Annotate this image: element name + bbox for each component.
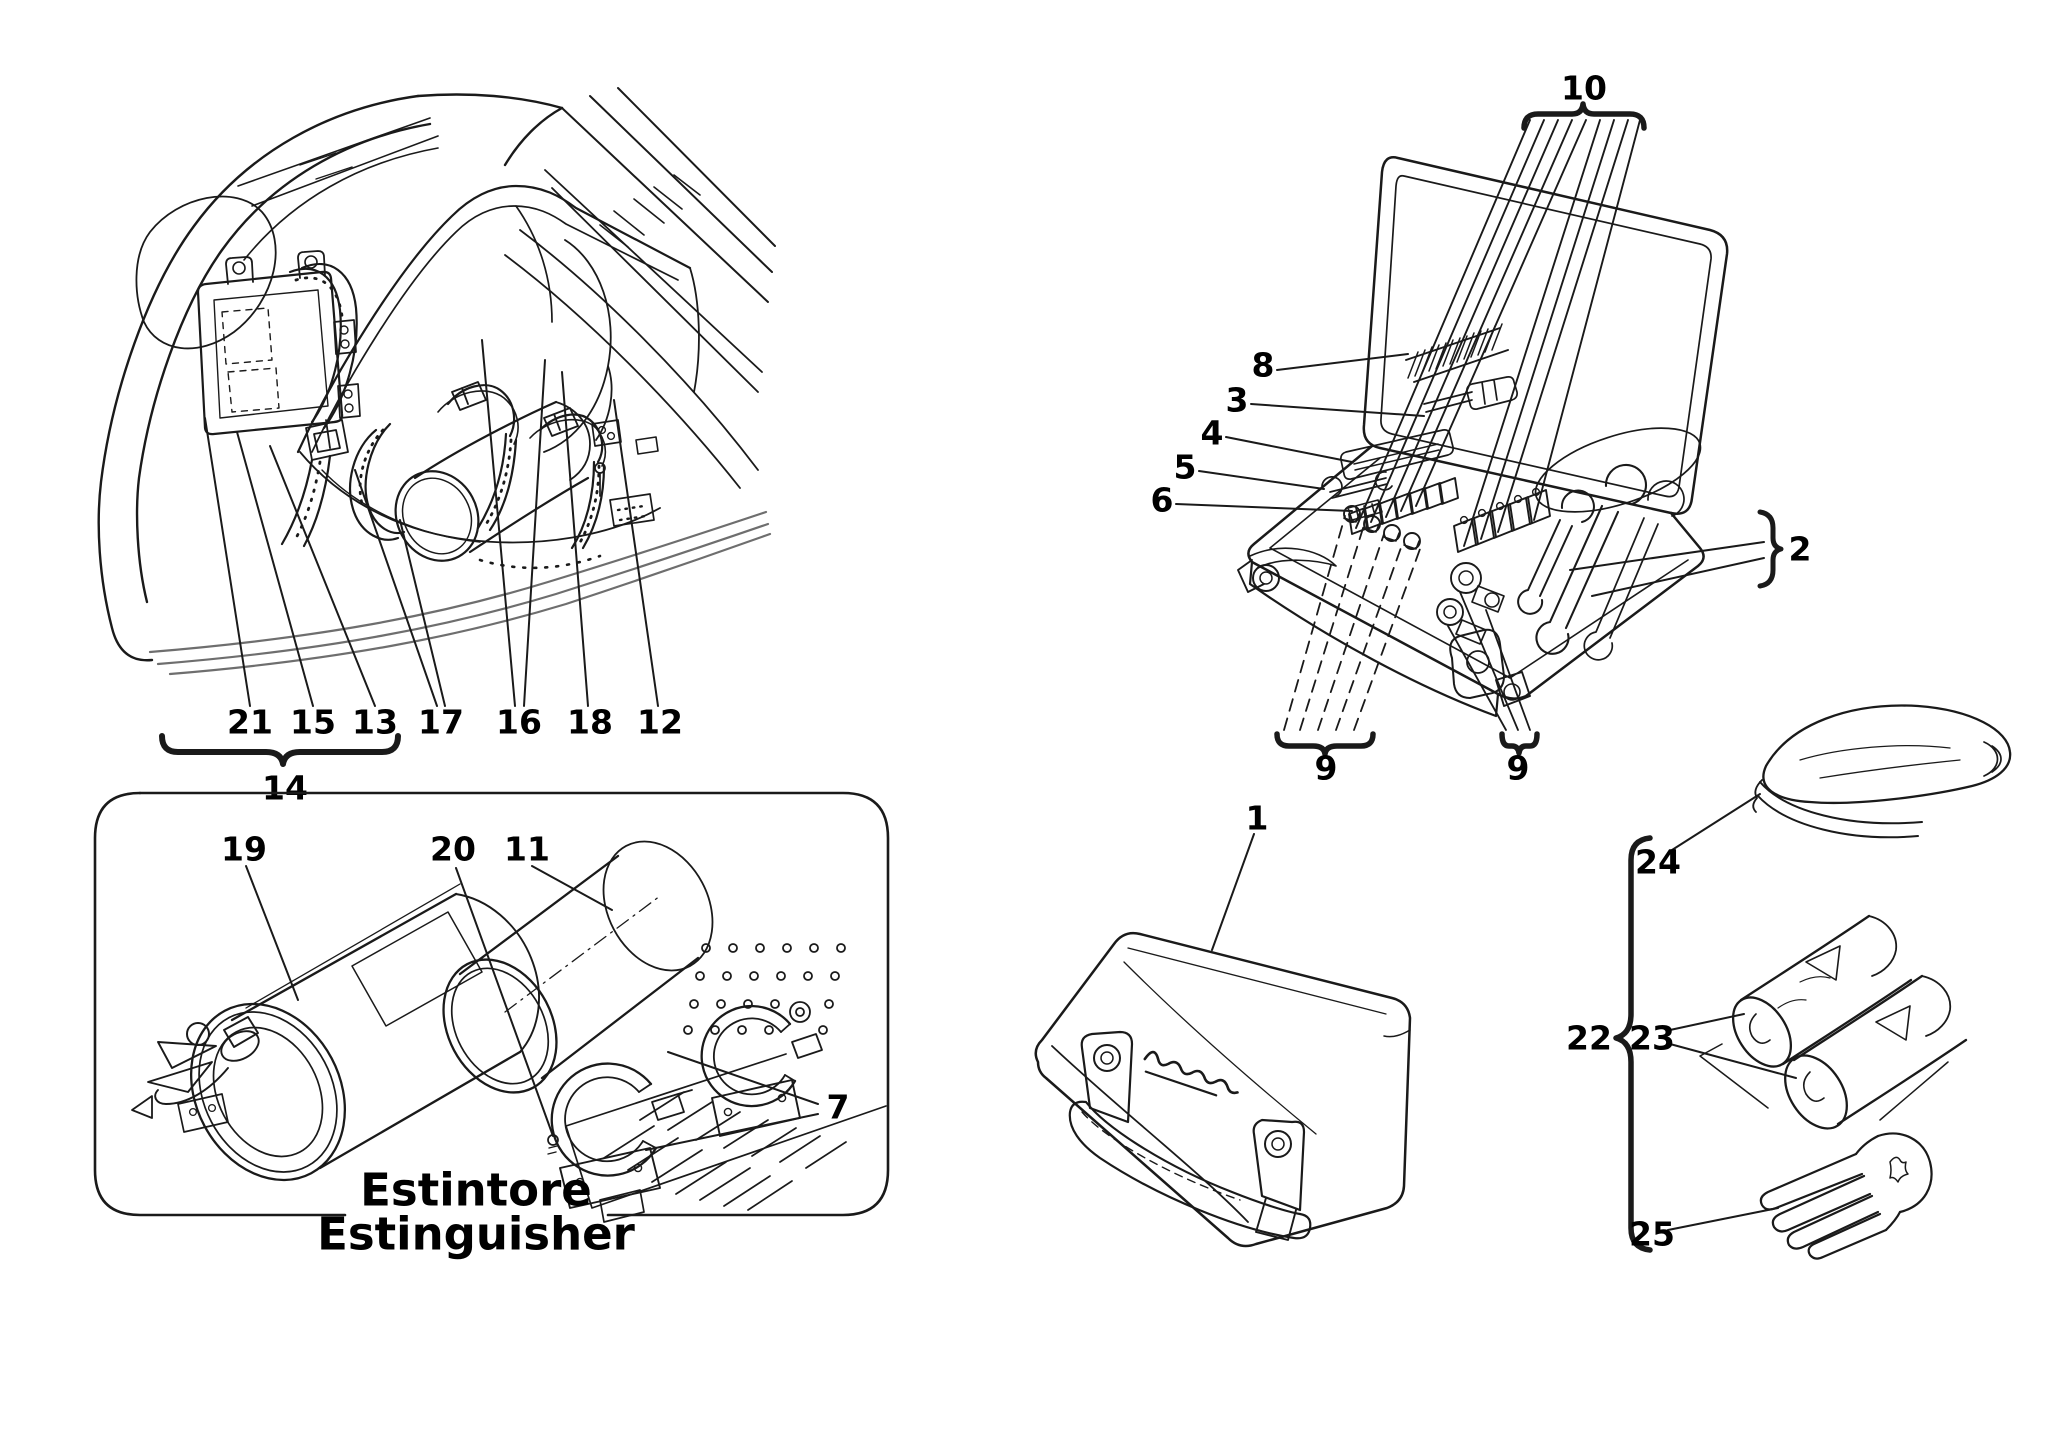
callout-23: 23 bbox=[1629, 1019, 1675, 1058]
group-2-brace bbox=[1757, 509, 1784, 589]
callout-11: 11 bbox=[504, 830, 550, 869]
callout-9-right: 9 bbox=[1507, 749, 1530, 788]
panel-title-english: Estinguisher bbox=[317, 1208, 636, 1261]
callout-22: 22 bbox=[1566, 1019, 1612, 1058]
callout-15: 15 bbox=[290, 703, 336, 742]
floor-hatch-lines bbox=[565, 1053, 887, 1211]
callout-12: 12 bbox=[637, 703, 683, 742]
fan-leader-lines-10 bbox=[1355, 119, 1641, 547]
perforated-plate-dots bbox=[683, 943, 846, 1035]
callout-1: 1 bbox=[1246, 799, 1269, 838]
group-14-brace bbox=[159, 733, 401, 767]
callout-13: 13 bbox=[352, 703, 398, 742]
warning-triangle-rolls bbox=[1699, 914, 1968, 1130]
case-base bbox=[1237, 427, 1705, 718]
trunk-diagram: 21 15 13 17 16 18 12 14 bbox=[97, 87, 776, 808]
mounting-clamps bbox=[547, 1004, 823, 1223]
callout-8: 8 bbox=[1252, 346, 1275, 385]
callout-9-left: 9 bbox=[1315, 749, 1338, 788]
callout-24: 24 bbox=[1635, 843, 1681, 882]
extinguisher-sleeve bbox=[442, 840, 714, 1094]
toolkit-closed-diagram: 1 bbox=[1034, 799, 1412, 1248]
trunk-leader-lines bbox=[204, 339, 659, 707]
callout-3: 3 bbox=[1226, 381, 1249, 420]
extinguisher-labels: 19 20 11 7 Estintore Estinguisher bbox=[221, 830, 849, 1261]
group-22-brace bbox=[1613, 835, 1653, 1253]
group-10-bracket bbox=[1521, 101, 1647, 131]
callout-25: 25 bbox=[1629, 1215, 1675, 1254]
toolkit-labels: 10 8 3 4 5 6 2 9 9 bbox=[1151, 69, 1812, 788]
callout-20: 20 bbox=[430, 830, 476, 869]
callout-16: 16 bbox=[496, 703, 542, 742]
gloves bbox=[1759, 1132, 1933, 1260]
ferrari-script-logo bbox=[1143, 1050, 1239, 1097]
callout-7: 7 bbox=[827, 1088, 850, 1127]
extinguisher-bottle bbox=[131, 883, 540, 1182]
leader-line-1 bbox=[1211, 833, 1255, 951]
group-9-right-brace bbox=[1499, 731, 1540, 756]
callout-10: 10 bbox=[1561, 69, 1607, 108]
case-handle-straps bbox=[1068, 1030, 1312, 1241]
toolkit-leader-lines bbox=[1175, 353, 1765, 731]
callout-18: 18 bbox=[567, 703, 613, 742]
callout-2: 2 bbox=[1789, 530, 1812, 569]
car-body-lines bbox=[97, 87, 776, 662]
panel-title-italian: Estintore bbox=[360, 1164, 592, 1217]
panel-border bbox=[93, 791, 890, 1217]
accessories-diagram: 24 23 22 25 bbox=[1566, 704, 2012, 1260]
accessories-leader-lines bbox=[1667, 793, 1797, 1231]
closed-case-body bbox=[1034, 931, 1412, 1248]
extinguisher-panel: 19 20 11 7 Estintore Estinguisher bbox=[93, 791, 890, 1261]
callout-4: 4 bbox=[1201, 414, 1224, 453]
accessories-labels: 24 23 22 25 bbox=[1566, 843, 1681, 1254]
sill-shading-lines bbox=[148, 510, 772, 676]
callout-5: 5 bbox=[1174, 448, 1197, 487]
strap-plate-assembly bbox=[196, 250, 406, 548]
trunk-callout-labels: 21 15 13 17 16 18 12 14 bbox=[227, 703, 683, 808]
tools-in-case bbox=[1321, 323, 1685, 661]
extinguisher-leader-lines bbox=[245, 865, 819, 1151]
cylinder-strap-assembly bbox=[394, 381, 659, 562]
toolkit-open-diagram: 10 8 3 4 5 6 2 9 9 bbox=[1151, 69, 1812, 788]
callout-6: 6 bbox=[1151, 481, 1174, 520]
trunk-tub-lines bbox=[296, 184, 700, 570]
callout-14: 14 bbox=[262, 769, 308, 808]
group-9-left-brace bbox=[1274, 731, 1376, 757]
folded-blanket bbox=[1752, 704, 2012, 839]
callout-17: 17 bbox=[418, 703, 464, 742]
callout-19: 19 bbox=[221, 830, 267, 869]
prancing-horse-icon bbox=[1889, 1156, 1909, 1183]
callout-21: 21 bbox=[227, 703, 273, 742]
